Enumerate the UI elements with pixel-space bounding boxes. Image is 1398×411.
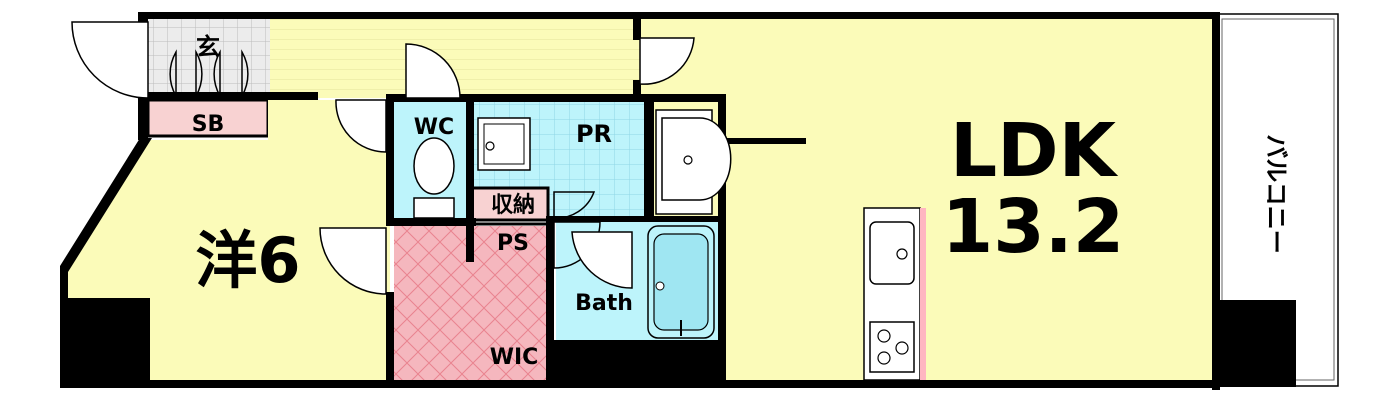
- balcony: [1215, 13, 1339, 387]
- bath-label: Bath: [575, 291, 633, 316]
- shoe-box-label: SB: [192, 112, 225, 137]
- walk-in-closet-label: WIC: [490, 345, 539, 370]
- pipe-space-label: PS: [497, 231, 529, 256]
- entrance-floor: [148, 18, 270, 98]
- toilet-fixture: [413, 137, 455, 219]
- walls: [60, 12, 1220, 390]
- storage-label: 収納: [491, 192, 535, 218]
- ldk-floor: [640, 18, 1218, 386]
- door-swings: [71, 21, 695, 295]
- balcony-label: バルコニー: [1262, 134, 1290, 254]
- kitchen-counter: [863, 207, 926, 381]
- western-room-floor: [64, 100, 390, 380]
- ldk-size-label: 13.2: [942, 184, 1125, 270]
- vanity-sink: [655, 109, 732, 215]
- washing-machine-pan: [477, 117, 531, 171]
- powder-room-label: PR: [576, 120, 612, 148]
- bathtub: [647, 225, 715, 339]
- ldk-name-label: LDK: [950, 108, 1119, 194]
- entrance-label: 玄: [196, 33, 220, 61]
- toilet-label: WC: [414, 115, 454, 140]
- western-room-label: 洋6: [195, 224, 300, 297]
